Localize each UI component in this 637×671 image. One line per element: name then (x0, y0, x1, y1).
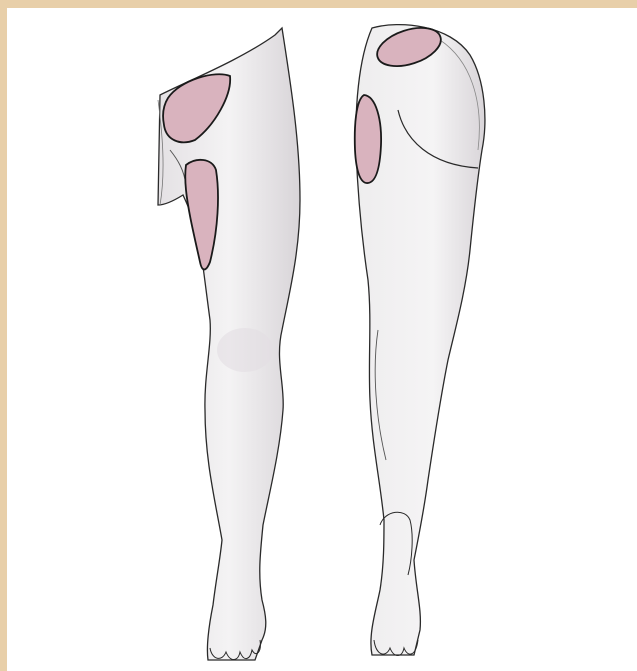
leg-illustration (7, 8, 637, 671)
posterior-leg (355, 21, 485, 656)
posterior-thigh-highlight-region (355, 95, 381, 183)
anterior-leg (158, 28, 300, 660)
anterior-knee-shadow (217, 328, 273, 372)
figure-panel (7, 8, 637, 671)
